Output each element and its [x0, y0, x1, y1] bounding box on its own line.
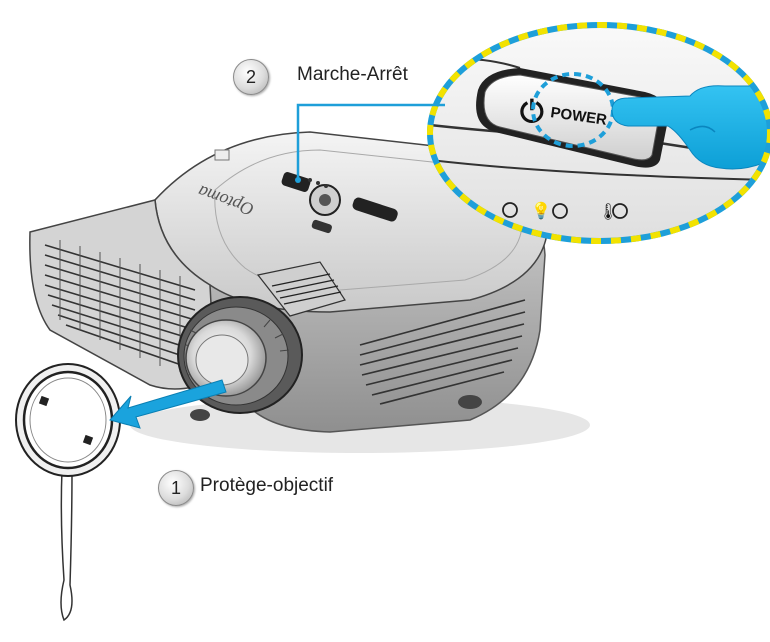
pointing-hand-icon — [611, 85, 770, 170]
side-vent-grille — [359, 299, 526, 405]
power-symbol: ⏻ — [520, 95, 544, 130]
callout-label-lens-cap: Protège-objectif — [200, 475, 334, 496]
callout-number-1: 1 — [158, 470, 194, 506]
led-indicators: 💡 🌡 — [502, 201, 628, 221]
power-zoom-panel: ⏻ POWER 💡 🌡 — [427, 22, 770, 244]
removal-arrow — [109, 379, 227, 429]
callout-number-2: 2 — [233, 59, 269, 95]
control-panel — [281, 172, 398, 234]
lamp-icon: 💡 — [531, 201, 551, 220]
lens-cap — [15, 363, 121, 622]
temp-icon: 🌡 — [598, 202, 618, 221]
leader-line — [296, 103, 445, 178]
zoom-focus-control — [256, 261, 346, 317]
callout-label-power: Marche-Arrêt — [297, 64, 408, 85]
